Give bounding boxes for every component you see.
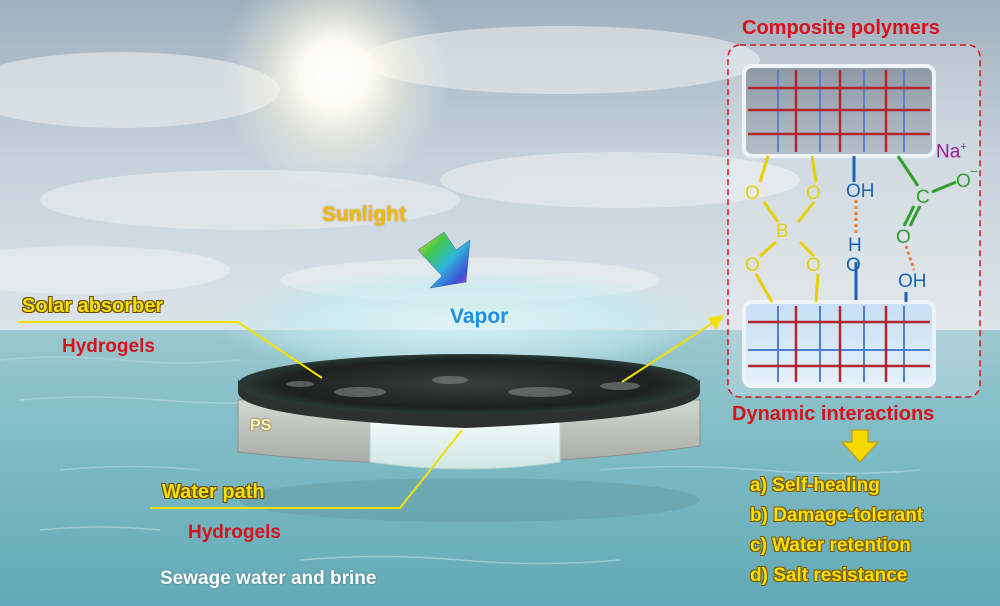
top-polymer-block [742,64,936,158]
carboxyl-minus: − [970,163,979,179]
ps-label: PS [250,417,272,434]
property-damage-tolerant: b) Damage-tolerant [750,505,924,526]
hydroxyl-bonds [852,156,908,302]
leader-lines [18,321,463,509]
sea-waves [0,356,921,565]
hydroxyl-o: O [846,255,861,276]
property-salt-resistance: d) Salt resistance [750,565,908,586]
borate-o-4: O [806,255,821,276]
down-arrow [840,429,880,463]
hydroxyl-bottom: OH [898,271,927,292]
hydrogels-top-label: Hydrogels [62,336,155,357]
bottom-polymer-block [742,300,936,388]
solar-absorber-label: Solar absorber [22,295,164,317]
sodium-symbol: Na [936,141,961,163]
boron-atom: B [776,221,789,242]
absorber-disc-side [238,378,700,428]
sunlight-arrow [417,231,471,289]
borate-o-1: O [745,183,760,204]
borate-o-2: O [806,183,821,204]
carboxyl-o-minus: O [956,171,971,192]
carboxyl-o: O [896,227,911,248]
vapor-label: Vapor [450,305,509,328]
borate-o-3: O [745,255,760,276]
hydrogen-bonds [854,200,916,271]
hydroxyl-h: H [848,235,862,256]
device-reflection [240,478,700,522]
sodium-ion: Na+ [936,141,967,163]
dynamic-interactions-label: Dynamic interactions [732,403,935,425]
sun [220,0,450,190]
carboxyl-c: C [916,187,930,208]
sewage-label: Sewage water and brine [160,568,377,589]
water-path-cylinder [369,419,561,470]
absorber-disc-top [238,354,700,414]
zoom-arrow [621,315,724,383]
composite-polymers-title: Composite polymers [742,17,940,39]
sunlight-label: Sunlight [322,203,406,226]
property-water-retention: c) Water retention [750,535,911,556]
borate-bonds [754,155,820,303]
carboxyl-bonds [896,155,957,227]
hydrogels-bottom-label: Hydrogels [188,522,281,543]
property-self-healing: a) Self-healing [750,475,880,496]
hydroxyl-top: OH [846,181,875,202]
water-path-label: Water path [162,481,265,503]
vapor-cloud [210,267,720,377]
absorber-texture [286,376,640,397]
sodium-charge: + [960,141,967,153]
